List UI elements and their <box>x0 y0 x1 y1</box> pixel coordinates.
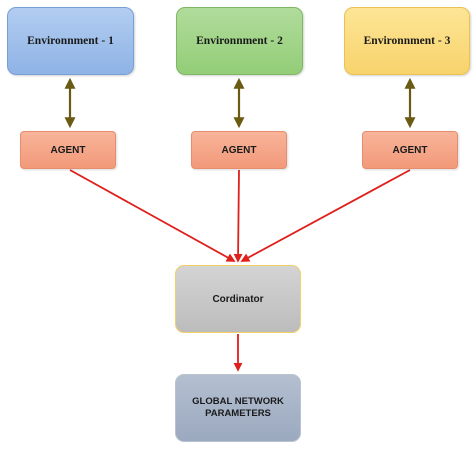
agent3-coordinator-arrow <box>240 169 411 262</box>
agent-3-box: AGENT <box>362 131 458 169</box>
coordinator-box: Cordinator <box>175 265 301 333</box>
agent-1-box: AGENT <box>20 131 116 169</box>
agent1-coordinator-arrow <box>69 169 236 262</box>
global-network-parameters-box: GLOBAL NETWORK PARAMETERS <box>175 374 301 442</box>
coordinator-label: Cordinator <box>212 293 264 305</box>
agent2-coordinator-arrow <box>233 169 243 263</box>
environment-3-box: Environnment - 3 <box>344 7 470 75</box>
environment-2-box: Environnment - 2 <box>176 7 303 75</box>
environment-1-label: Environnment - 1 <box>27 35 114 47</box>
agent-2-label: AGENT <box>221 144 257 156</box>
agent-2-box: AGENT <box>191 131 287 169</box>
global-network-parameters-label: GLOBAL NETWORK PARAMETERS <box>192 396 284 419</box>
agent-1-label: AGENT <box>50 144 86 156</box>
environment-1-box: Environnment - 1 <box>7 7 134 75</box>
agent-3-label: AGENT <box>392 144 428 156</box>
environment-3-label: Environnment - 3 <box>363 35 451 47</box>
environment-2-label: Environnment - 2 <box>196 35 283 47</box>
